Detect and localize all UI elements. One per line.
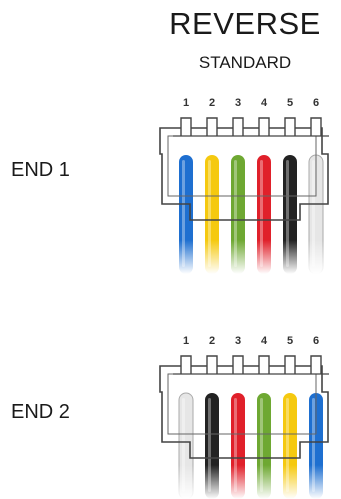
- pin-number-2: 2: [209, 335, 215, 347]
- pin-number-1: 1: [183, 97, 189, 109]
- diagram-title: REVERSE: [169, 6, 321, 41]
- pin-number-6: 6: [313, 97, 319, 109]
- end-2-connector: 1 2 3 4 5 6: [150, 335, 340, 499]
- end-2-label: END 2: [11, 401, 70, 423]
- pin-number-4: 4: [261, 335, 268, 347]
- diagram-subtitle: STANDARD: [198, 53, 292, 72]
- contact-pin-4: [258, 117, 270, 136]
- end-1-label: END 1: [11, 159, 70, 181]
- contact-pin-6: [310, 117, 322, 136]
- contact-pin-2: [206, 117, 218, 136]
- contact-pin-5: [284, 355, 296, 374]
- pin-number-5: 5: [287, 335, 293, 347]
- pin-number-3: 3: [235, 335, 241, 347]
- connector-body: [159, 365, 329, 459]
- pin-number-1: 1: [183, 335, 189, 347]
- contact-pin-4: [258, 355, 270, 374]
- contact-pin-1: [180, 117, 192, 136]
- connector-body: [159, 127, 329, 221]
- contact-pin-6: [310, 355, 322, 374]
- pin-number-5: 5: [287, 97, 293, 109]
- end-1-connector: 1 2 3 4 5 6: [150, 97, 340, 274]
- contact-pin-3: [232, 117, 244, 136]
- pin-number-3: 3: [235, 97, 241, 109]
- pin-number-6: 6: [313, 335, 319, 347]
- contact-pin-5: [284, 117, 296, 136]
- pin-number-4: 4: [261, 97, 268, 109]
- contact-pin-3: [232, 355, 244, 374]
- contact-pin-2: [206, 355, 218, 374]
- contact-pin-1: [180, 355, 192, 374]
- pin-number-2: 2: [209, 97, 215, 109]
